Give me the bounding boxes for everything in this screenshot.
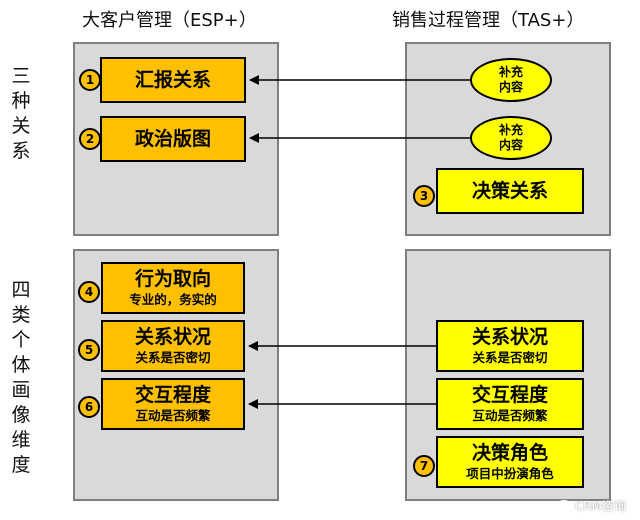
reporting-relation-box: 汇报关系 bbox=[100, 57, 246, 103]
behavior-orientation-box: 行为取向 专业的，务实的 bbox=[101, 262, 245, 314]
box-sublabel: 关系是否密切 bbox=[472, 350, 548, 365]
box-label: 汇报关系 bbox=[134, 69, 211, 91]
political-map-box: 政治版图 bbox=[100, 116, 246, 162]
badge-5: 5 bbox=[78, 339, 100, 361]
box-label: 政治版图 bbox=[134, 128, 211, 150]
box-label: 交互程度 bbox=[471, 384, 548, 406]
badge-6: 6 bbox=[78, 396, 100, 418]
supplement-content-oval-2: 补充 内容 bbox=[470, 116, 552, 160]
relationship-status-box-right: 关系状况 关系是否密切 bbox=[436, 320, 584, 372]
decision-role-box: 决策角色 项目中扮演角色 bbox=[436, 436, 584, 488]
watermark: CRM咨询 bbox=[556, 497, 626, 514]
box-label: 交互程度 bbox=[134, 384, 211, 406]
box-sublabel: 专业的，务实的 bbox=[129, 292, 217, 307]
left-heading: 大客户管理（ESP+） bbox=[82, 10, 257, 31]
decision-relation-box: 决策关系 bbox=[436, 168, 584, 214]
box-sublabel: 关系是否密切 bbox=[135, 350, 211, 365]
box-label: 关系状况 bbox=[471, 326, 548, 348]
oval-line: 补充 bbox=[498, 65, 523, 79]
interaction-level-box-right: 交互程度 互动是否频繁 bbox=[436, 378, 584, 430]
badge-4: 4 bbox=[78, 281, 100, 303]
box-label: 决策关系 bbox=[471, 180, 548, 202]
oval-line: 内容 bbox=[498, 80, 523, 94]
badge-3: 3 bbox=[413, 185, 435, 207]
badge-2: 2 bbox=[79, 128, 101, 150]
box-label: 关系状况 bbox=[134, 326, 211, 348]
box-label: 决策角色 bbox=[471, 442, 548, 464]
chat-bubble-icon bbox=[556, 500, 571, 511]
box-sublabel: 项目中扮演角色 bbox=[466, 466, 554, 481]
interaction-level-box-left: 交互程度 互动是否频繁 bbox=[101, 378, 245, 430]
supplement-content-oval-1: 补充 内容 bbox=[470, 58, 552, 102]
right-heading: 销售过程管理（TAS+） bbox=[392, 10, 585, 31]
side-label-four-dimensions: 四类个体画像维度 bbox=[11, 279, 31, 476]
box-sublabel: 互动是否频繁 bbox=[135, 408, 211, 423]
badge-1: 1 bbox=[79, 69, 101, 91]
relationship-status-box-left: 关系状况 关系是否密切 bbox=[101, 320, 245, 372]
box-label: 行为取向 bbox=[134, 268, 211, 290]
box-sublabel: 互动是否频繁 bbox=[472, 408, 548, 423]
badge-7: 7 bbox=[413, 455, 435, 477]
oval-line: 内容 bbox=[498, 138, 523, 152]
watermark-text: CRM咨询 bbox=[574, 499, 626, 513]
oval-line: 补充 bbox=[498, 123, 523, 137]
side-label-three-relations: 三种关系 bbox=[11, 65, 31, 162]
